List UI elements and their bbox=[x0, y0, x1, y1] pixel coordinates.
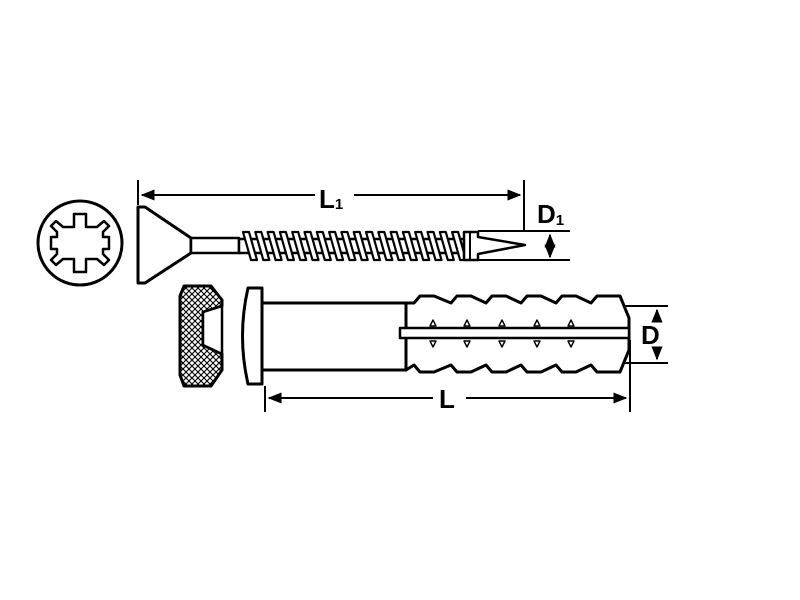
plug-anchor bbox=[241, 286, 631, 386]
thread-flank bbox=[352, 230, 369, 262]
dimension-d bbox=[624, 305, 668, 364]
rib-marker-up bbox=[429, 319, 437, 327]
rib-marker-down bbox=[567, 340, 575, 348]
plug-collar bbox=[241, 286, 264, 386]
rib-marker-down bbox=[429, 340, 437, 348]
thread-flank bbox=[328, 230, 345, 262]
thread-flank bbox=[340, 230, 357, 262]
rib-marker-up bbox=[567, 319, 575, 327]
thread-flank bbox=[291, 230, 308, 262]
rib-marker-up bbox=[463, 319, 471, 327]
thread-flank bbox=[241, 230, 259, 262]
screw-tip bbox=[462, 230, 527, 262]
plug-body bbox=[260, 301, 408, 372]
thread-flank bbox=[254, 230, 271, 262]
rib-marker-down bbox=[533, 340, 541, 348]
rib-marker-down bbox=[498, 340, 506, 348]
rib-marker-up bbox=[498, 319, 506, 327]
thread-flank bbox=[389, 230, 406, 262]
rib-marker-up bbox=[533, 319, 541, 327]
thread-flank bbox=[401, 230, 418, 262]
thread-flank bbox=[414, 230, 431, 262]
dimension-l bbox=[264, 340, 631, 412]
thread-flank bbox=[266, 230, 283, 262]
cover-cap bbox=[178, 284, 224, 388]
plug-rib-marks bbox=[429, 319, 575, 348]
dimension-d-label: D bbox=[641, 320, 660, 350]
screw bbox=[136, 205, 527, 285]
dimension-d1 bbox=[478, 230, 570, 261]
dimension-d1-label: D1 bbox=[537, 199, 564, 229]
thread-flank bbox=[438, 230, 455, 262]
dimension-l1-label: L1 bbox=[319, 184, 343, 214]
thread-flank bbox=[278, 230, 295, 262]
screw-shank bbox=[189, 236, 241, 255]
rib-marker-down bbox=[463, 340, 471, 348]
plug-slot bbox=[398, 326, 631, 340]
dimension-l-label: L bbox=[439, 384, 455, 414]
thread-flank bbox=[377, 230, 394, 262]
screw-head bbox=[136, 205, 193, 285]
thread-flank bbox=[426, 230, 443, 262]
thread-flank bbox=[315, 230, 332, 262]
thread-flank bbox=[364, 230, 382, 262]
thread-flank bbox=[303, 230, 320, 262]
screw-threads bbox=[241, 230, 468, 262]
pozidriv-head-icon bbox=[36, 199, 124, 287]
dimension-l1 bbox=[137, 180, 525, 232]
